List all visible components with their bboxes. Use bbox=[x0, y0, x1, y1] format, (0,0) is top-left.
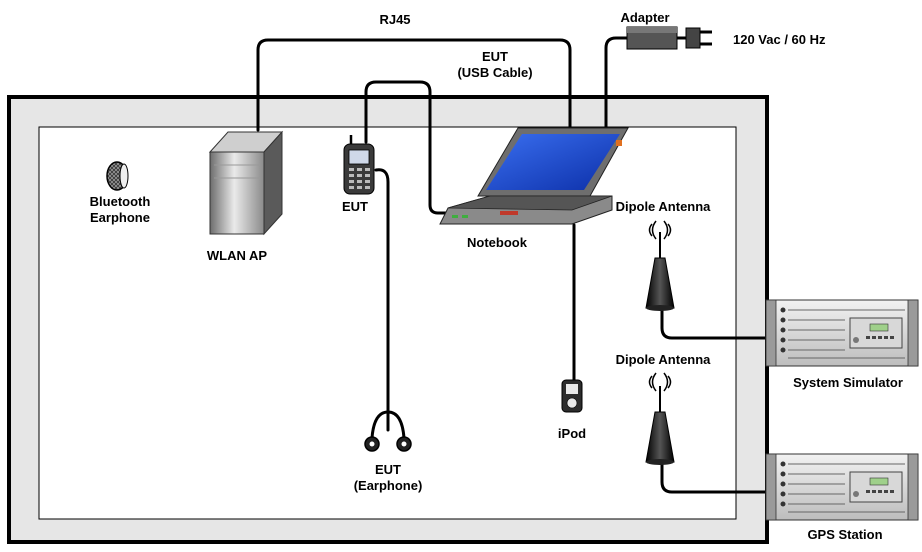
eut-usb-label-line2: (USB Cable) bbox=[457, 65, 533, 80]
antenna-1-cable bbox=[660, 303, 787, 340]
eut-usb-label-line1: EUT bbox=[482, 49, 508, 64]
power-adapter-icon bbox=[626, 26, 712, 50]
ipod-icon bbox=[561, 379, 583, 413]
dipole-antenna-1-label: Dipole Antenna bbox=[615, 199, 711, 214]
mobile-phone-icon bbox=[343, 135, 375, 195]
adapter-label: Adapter bbox=[620, 10, 670, 25]
earphone-cable bbox=[374, 168, 390, 432]
server-tower-icon bbox=[208, 130, 284, 236]
earphone-split bbox=[370, 410, 406, 440]
bluetooth-earpiece-icon bbox=[106, 161, 129, 191]
cables bbox=[256, 36, 787, 494]
dipole-antenna-2-label: Dipole Antenna bbox=[615, 352, 711, 367]
usb-cable bbox=[364, 80, 450, 215]
dipole-antenna-icon bbox=[645, 220, 675, 311]
dipole-antenna-icon bbox=[645, 372, 675, 465]
eut-earphone-label-line2: (Earphone) bbox=[353, 478, 423, 493]
gps-station-label: GPS Station bbox=[807, 527, 883, 542]
notebook-label: Notebook bbox=[467, 235, 527, 250]
bluetooth-label-line1: Bluetooth bbox=[89, 194, 151, 209]
rack-equipment-icon bbox=[765, 299, 919, 367]
bluetooth-label-line2: Earphone bbox=[90, 210, 150, 225]
eut-earphone-label: EUT (Earphone) bbox=[333, 462, 443, 494]
eut-earphone-label-line1: EUT bbox=[375, 462, 401, 477]
eut-usb-label: EUT (USB Cable) bbox=[440, 49, 550, 81]
rack-equipment-icon bbox=[765, 453, 919, 521]
laptop-icon bbox=[439, 127, 629, 225]
ipod-label: iPod bbox=[557, 426, 587, 441]
adapter-cable bbox=[604, 36, 629, 130]
rj45-cable bbox=[256, 38, 572, 132]
antenna-2-cable bbox=[660, 458, 787, 494]
rj45-label: RJ45 bbox=[379, 12, 411, 27]
power-supply-label: 120 Vac / 60 Hz bbox=[733, 32, 826, 47]
earphones-icon bbox=[364, 436, 412, 452]
bluetooth-earphone-label: Bluetooth Earphone bbox=[70, 194, 170, 226]
wlan-ap-label: WLAN AP bbox=[206, 248, 268, 263]
eut-phone-label: EUT bbox=[342, 199, 368, 214]
system-simulator-label: System Simulator bbox=[793, 375, 903, 390]
